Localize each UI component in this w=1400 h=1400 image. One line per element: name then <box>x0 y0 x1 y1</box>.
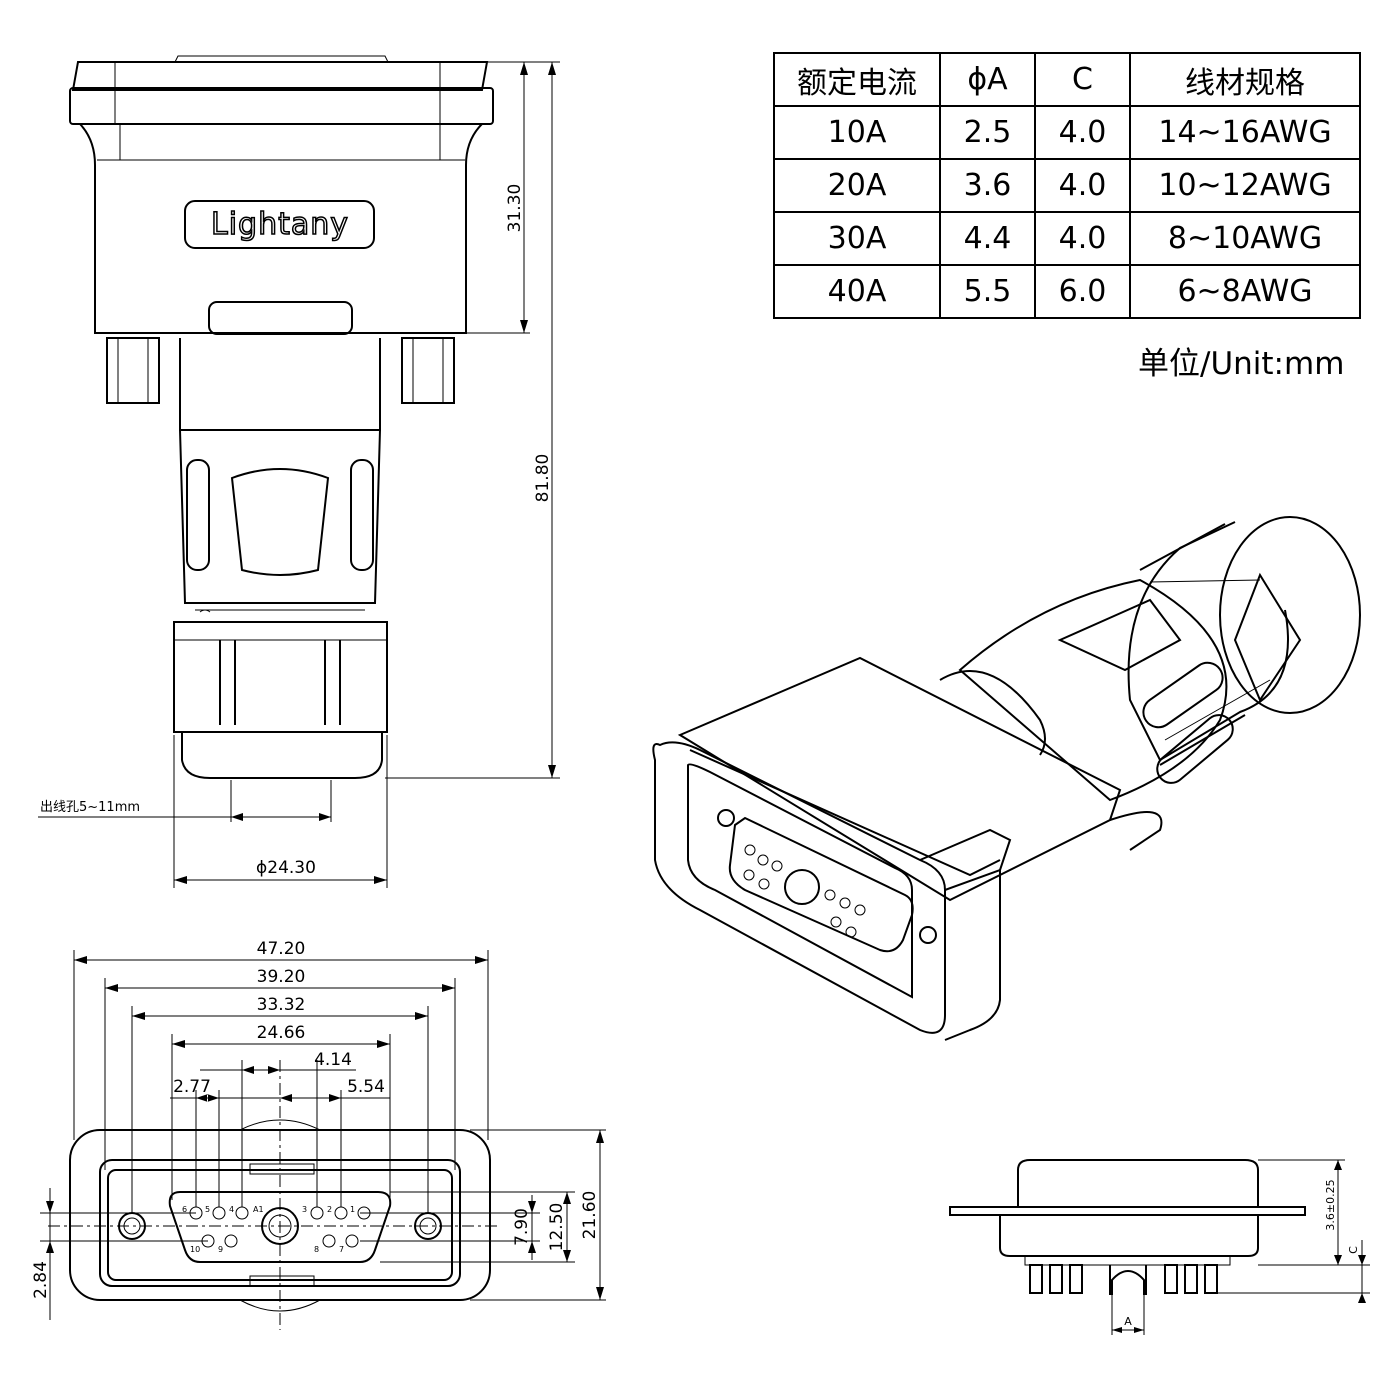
dim-width-33-32: 33.32 <box>257 995 306 1015</box>
iso-screw-right <box>919 926 937 944</box>
pin-number: 7 <box>339 1245 344 1254</box>
iso-power-contact <box>784 869 820 905</box>
header-rated-current: 额定电流 <box>773 52 941 107</box>
table-cell: 10A <box>773 105 941 160</box>
table-cell: 2.5 <box>939 105 1036 160</box>
profile-power-contact <box>1111 1270 1145 1295</box>
table-row: 20A 3.6 4.0 10~12AWG <box>773 158 1361 213</box>
pin-number: 4 <box>229 1205 234 1214</box>
dim-5-54: 5.54 <box>347 1077 385 1097</box>
right-screw <box>401 337 455 404</box>
pin-number: 8 <box>314 1245 319 1254</box>
pin-hole <box>212 1206 226 1220</box>
pin-number: 10 <box>190 1245 200 1254</box>
profile-view: A 3.6±0.25 C <box>949 1159 1370 1335</box>
side-view: Lightany 31.30 81.80 出线孔5~ <box>38 55 560 888</box>
table-cell: 5.5 <box>939 264 1036 319</box>
table-cell: 3.6 <box>939 158 1036 213</box>
iso-housing-top <box>677 656 1122 902</box>
dim-2-77: 2.77 <box>173 1077 211 1097</box>
pin-hole <box>345 1234 359 1248</box>
gland-end-cap <box>1219 516 1361 714</box>
isometric-view <box>652 516 1361 1041</box>
grip-window <box>230 468 330 576</box>
brand-logo-text: Lightany <box>211 207 349 242</box>
table-row: 40A 5.5 6.0 6~8AWG <box>773 264 1361 319</box>
table-row: 10A 2.5 4.0 14~16AWG <box>773 105 1361 160</box>
dim-2-84: 2.84 <box>31 1261 51 1299</box>
table-cell: 8~10AWG <box>1129 211 1361 266</box>
table-header-row: 额定电流 ϕA C 线材规格 <box>773 52 1361 107</box>
table-cell: 10~12AWG <box>1129 158 1361 213</box>
dim-width-39-20: 39.20 <box>257 967 306 987</box>
dim-height-upper: 31.30 <box>505 184 525 233</box>
pin-number: 6 <box>182 1205 187 1214</box>
spec-table: 额定电流 ϕA C 线材规格 10A 2.5 4.0 14~16AWG 20A … <box>773 52 1361 319</box>
unit-label: 单位/Unit:mm <box>1138 346 1345 382</box>
iso-front-frame <box>652 741 946 1034</box>
iso-dsub-shell <box>728 816 914 953</box>
dim-c: C <box>1347 1246 1360 1254</box>
table-cell: 40A <box>773 264 941 319</box>
dim-width-47-20: 47.20 <box>257 939 306 959</box>
housing-top-cap <box>71 61 489 91</box>
header-diameter-a: ϕA <box>939 52 1036 107</box>
pin-number: 2 <box>327 1205 332 1214</box>
dim-a: A <box>1124 1315 1132 1328</box>
dim-height-3-6: 3.6±0.25 <box>1324 1179 1337 1230</box>
dim-7-90: 7.90 <box>512 1208 532 1246</box>
front-view: 6 5 4 A1 3 2 1 10 9 8 7 47.20 39.20 33.3… <box>31 939 606 1330</box>
dim-height-total: 81.80 <box>533 454 553 503</box>
left-screw <box>106 337 160 404</box>
table-cell: 30A <box>773 211 941 266</box>
header-wire-spec: 线材规格 <box>1129 52 1361 107</box>
pin-hole <box>334 1206 348 1220</box>
table-row: 30A 4.4 4.0 8~10AWG <box>773 211 1361 266</box>
pin-number: A1 <box>253 1205 264 1214</box>
table-cell: 20A <box>773 158 941 213</box>
iso-screw-left <box>717 809 735 827</box>
table-cell: 4.0 <box>1034 158 1131 213</box>
housing-flange <box>69 87 494 125</box>
latch-tab <box>208 301 353 335</box>
dim-cable-hole: 出线孔5~11mm <box>40 800 140 815</box>
brand-logo-plate <box>184 200 375 249</box>
pin-number: 1 <box>350 1205 355 1214</box>
seal-dome <box>181 732 383 779</box>
table-cell: 6~8AWG <box>1129 264 1361 319</box>
profile-shell <box>1017 1159 1259 1207</box>
table-cell: 4.0 <box>1034 105 1131 160</box>
table-cell: 4.4 <box>939 211 1036 266</box>
header-c: C <box>1034 52 1131 107</box>
table-cell: 14~16AWG <box>1129 105 1361 160</box>
pin-number: 5 <box>205 1205 210 1214</box>
dim-4-14: 4.14 <box>314 1050 352 1070</box>
dim-width-24-66: 24.66 <box>257 1023 306 1043</box>
pin-hole <box>322 1234 336 1248</box>
connector-neck <box>179 338 381 431</box>
profile-flange <box>949 1206 1306 1216</box>
table-cell: 4.0 <box>1034 211 1131 266</box>
pin-hole <box>235 1206 249 1220</box>
pin-number: 9 <box>218 1245 223 1254</box>
iso-cable-grip <box>958 578 1228 802</box>
dim-diameter: ϕ24.30 <box>256 858 316 878</box>
table-cell: 6.0 <box>1034 264 1131 319</box>
dim-12-50: 12.50 <box>547 1203 567 1252</box>
pin-hole <box>224 1234 238 1248</box>
pin-hole <box>310 1206 324 1220</box>
dim-21-60: 21.60 <box>580 1191 600 1240</box>
gland-nut <box>173 621 388 733</box>
cable-grip <box>179 429 381 604</box>
pin-number: 3 <box>302 1205 307 1214</box>
